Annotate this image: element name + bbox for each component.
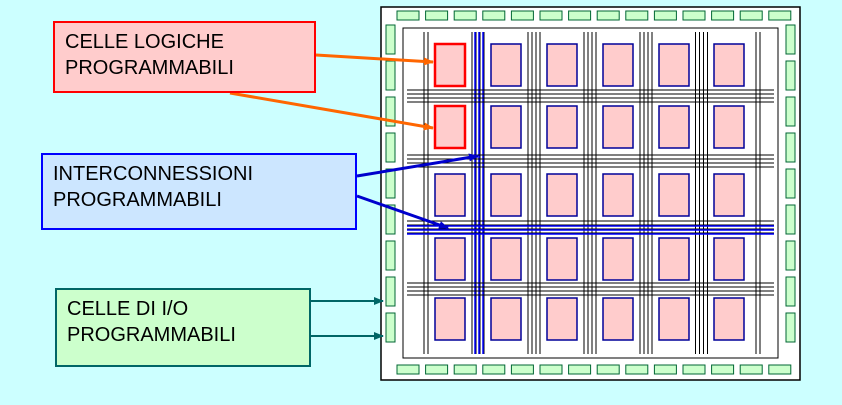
- io-cell: [653, 364, 677, 375]
- io-cell: [785, 132, 796, 163]
- logic-cell: [713, 237, 745, 281]
- io-cell: [482, 10, 506, 21]
- logic-cell: [490, 173, 522, 217]
- io-cells-top: [396, 10, 792, 21]
- logic-cell: [434, 173, 466, 217]
- logic-cell: [658, 297, 690, 341]
- io-cell: [739, 364, 763, 375]
- pointer-arrows: [229, 53, 479, 340]
- logic-cell: [546, 43, 578, 87]
- io-cells-right: [785, 24, 796, 343]
- logic-cell: [658, 105, 690, 149]
- io-cell: [396, 364, 420, 375]
- interconnect-label: INTERCONNESSIONI PROGRAMMABILI: [41, 153, 357, 230]
- io-cell: [385, 168, 396, 199]
- io-cell: [510, 10, 534, 21]
- io-cell: [482, 364, 506, 375]
- io-cell: [711, 10, 735, 21]
- io-cell: [785, 60, 796, 91]
- io-cell: [385, 240, 396, 271]
- logic-cell: [434, 237, 466, 281]
- io-cell: [385, 204, 396, 235]
- io-cell: [453, 364, 477, 375]
- io-cell: [711, 364, 735, 375]
- io-cell: [785, 204, 796, 235]
- io-cell: [768, 10, 792, 21]
- logic-cell: [602, 43, 634, 87]
- io-cell: [396, 10, 420, 21]
- core-frame: [402, 27, 779, 359]
- logic-cell: [546, 105, 578, 149]
- io-cell: [739, 10, 763, 21]
- io-cell: [385, 96, 396, 127]
- io-cell: [625, 364, 649, 375]
- io-cell: [653, 10, 677, 21]
- io-cell: [596, 364, 620, 375]
- arrow-interconnect-2: [356, 194, 449, 230]
- logic-cell: [434, 297, 466, 341]
- io-cell: [625, 10, 649, 21]
- io-cell: [785, 96, 796, 127]
- io-cell: [385, 60, 396, 91]
- logic-cell: [713, 173, 745, 217]
- io-cells-label: CELLE DI I/O PROGRAMMABILI: [55, 288, 311, 367]
- logic-cell: [658, 43, 690, 87]
- logic-cell: [546, 297, 578, 341]
- io-cell: [539, 364, 563, 375]
- logic-cell: [602, 105, 634, 149]
- logic-cell: [713, 297, 745, 341]
- logic-cell: [490, 297, 522, 341]
- io-cell: [785, 168, 796, 199]
- io-cell: [568, 10, 592, 21]
- logic-cell: [546, 173, 578, 217]
- logic-cell: [546, 237, 578, 281]
- arrow-interconnect-1: [356, 153, 479, 178]
- logic-cell: [602, 173, 634, 217]
- io-cell: [385, 276, 396, 307]
- arrow-logic-2: [229, 91, 434, 131]
- io-cell: [785, 312, 796, 343]
- logic-cell: [658, 237, 690, 281]
- io-cell: [385, 24, 396, 55]
- io-cell: [785, 24, 796, 55]
- io-cell: [385, 312, 396, 343]
- logic-cell: [490, 237, 522, 281]
- interconnect-wires: [407, 32, 774, 354]
- io-cell: [539, 10, 563, 21]
- logic-cell-highlighted: [433, 104, 467, 150]
- io-cell: [768, 364, 792, 375]
- io-cell: [385, 132, 396, 163]
- io-cells-bottom: [396, 364, 792, 375]
- io-cell: [425, 10, 449, 21]
- io-cell: [785, 240, 796, 271]
- arrow-logic-1: [315, 53, 434, 66]
- logic-cell: [490, 105, 522, 149]
- io-cell: [785, 276, 796, 307]
- logic-cell: [713, 43, 745, 87]
- logic-cell-highlighted: [433, 42, 467, 88]
- io-cell: [682, 364, 706, 375]
- logic-cell: [602, 297, 634, 341]
- logic-cell: [490, 43, 522, 87]
- io-cell: [510, 364, 534, 375]
- io-cells-left: [385, 24, 396, 343]
- io-cell: [425, 364, 449, 375]
- logic-cell: [713, 105, 745, 149]
- io-cell: [596, 10, 620, 21]
- io-cell: [568, 364, 592, 375]
- logic-cell: [602, 237, 634, 281]
- io-cell: [682, 10, 706, 21]
- logic-cell: [658, 173, 690, 217]
- io-cell: [453, 10, 477, 21]
- logic-cells: [433, 42, 745, 341]
- logic-cells-label: CELLE LOGICHE PROGRAMMABILI: [53, 21, 316, 93]
